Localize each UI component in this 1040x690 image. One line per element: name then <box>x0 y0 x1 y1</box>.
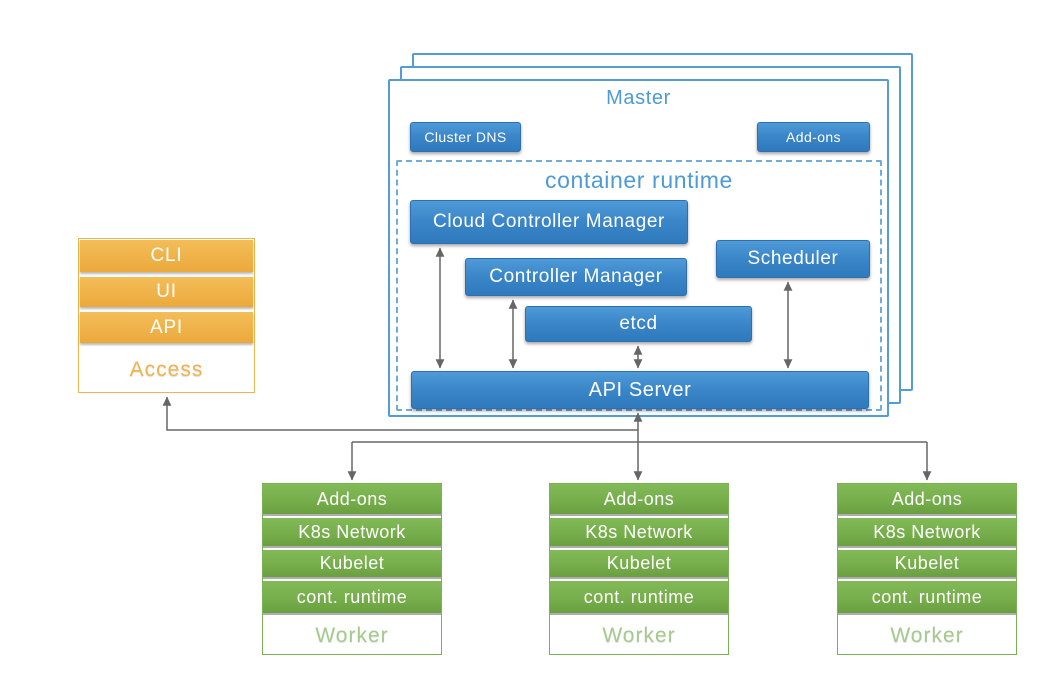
api-server-box: API Server <box>411 371 869 409</box>
cloud-controller-manager-box: Cloud Controller Manager <box>410 200 688 244</box>
worker-row-addons: Add-ons <box>838 484 1016 514</box>
worker-row-kubelet: Kubelet <box>550 550 728 577</box>
worker-label: Worker <box>602 623 676 647</box>
worker-row-cont-runtime: cont. runtime <box>838 581 1016 613</box>
controller-manager-box: Controller Manager <box>465 258 687 296</box>
worker-row-k8s-network: K8s Network <box>550 518 728 546</box>
container-runtime-box <box>396 160 882 411</box>
access-node: CLI UI API Access <box>78 238 255 393</box>
etcd-box: etcd <box>525 306 752 342</box>
worker-row-k8s-network: K8s Network <box>838 518 1016 546</box>
container-runtime-title: container runtime <box>545 167 733 193</box>
cluster-dns-box: Cluster DNS <box>410 122 521 152</box>
worker-label: Worker <box>890 623 964 647</box>
worker-row-kubelet: Kubelet <box>263 550 441 577</box>
worker-node-2: Add-ons K8s Network Kubelet cont. runtim… <box>549 483 729 655</box>
worker-row-addons: Add-ons <box>263 484 441 514</box>
worker-row-kubelet: Kubelet <box>838 550 1016 577</box>
worker-node-3: Add-ons K8s Network Kubelet cont. runtim… <box>837 483 1017 655</box>
access-row-cli: CLI <box>80 240 253 272</box>
worker-row-cont-runtime: cont. runtime <box>263 581 441 613</box>
worker-row-cont-runtime: cont. runtime <box>550 581 728 613</box>
worker-label: Worker <box>315 623 389 647</box>
access-row-ui: UI <box>80 277 253 307</box>
scheduler-box: Scheduler <box>716 240 870 278</box>
master-addons-box: Add-ons <box>757 122 870 152</box>
master-title: Master <box>606 87 671 109</box>
access-label: Access <box>129 358 204 381</box>
worker-node-1: Add-ons K8s Network Kubelet cont. runtim… <box>262 483 442 655</box>
worker-row-addons: Add-ons <box>550 484 728 514</box>
access-row-api: API <box>80 312 253 343</box>
worker-row-k8s-network: K8s Network <box>263 518 441 546</box>
